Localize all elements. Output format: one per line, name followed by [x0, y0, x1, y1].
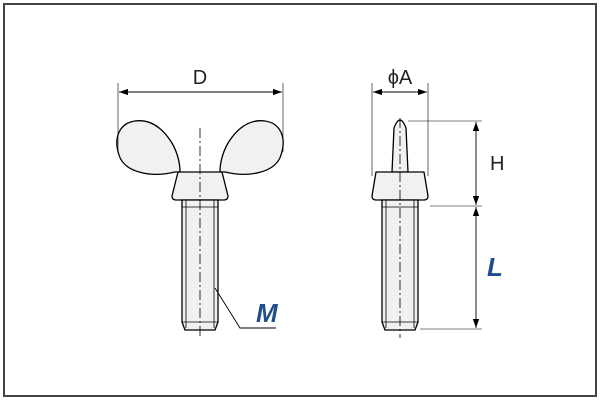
- drawing-border: [3, 3, 597, 397]
- d-label: D: [193, 67, 207, 89]
- m-label: M: [256, 298, 279, 328]
- side-view: ϕA H L: [371, 67, 504, 338]
- a-label: ϕA: [388, 67, 413, 89]
- front-view: D M: [116, 67, 284, 338]
- m-leader: [214, 287, 276, 329]
- l-label: L: [487, 252, 503, 282]
- h-label: H: [490, 153, 504, 175]
- right-wing: [219, 120, 284, 175]
- left-wing: [116, 120, 181, 175]
